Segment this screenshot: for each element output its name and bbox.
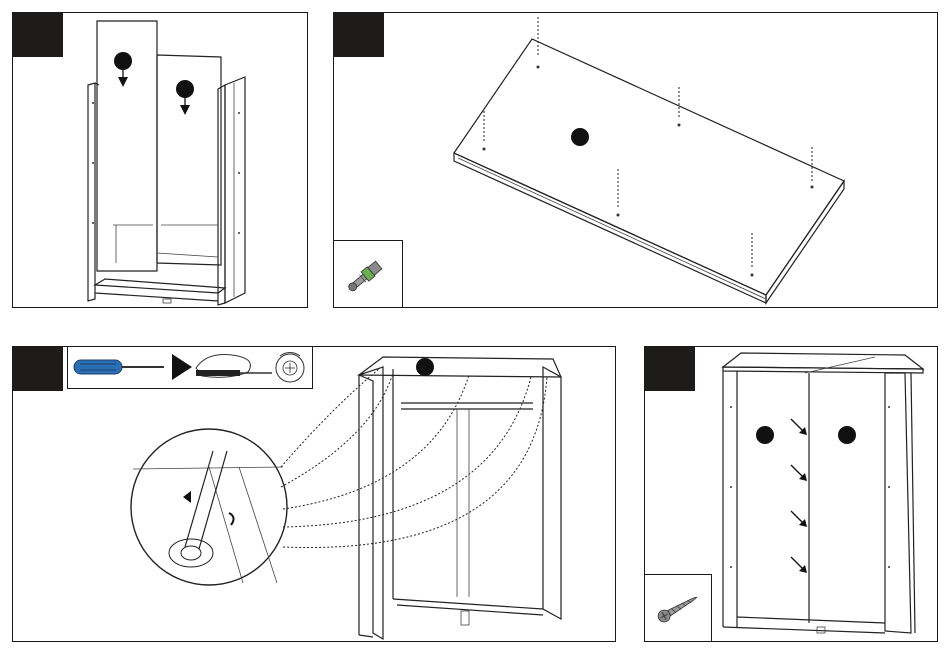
callout-arcs — [281, 369, 547, 548]
wardrobe-frame — [359, 357, 561, 639]
dowel-positions — [483, 17, 814, 277]
step-2-illustration — [334, 13, 938, 308]
step-1-panel — [12, 12, 308, 308]
screw-icon — [645, 575, 711, 641]
screw-arrows — [791, 419, 807, 573]
step-1-illustration — [13, 13, 308, 308]
top-panel-marker — [416, 358, 434, 376]
right-door-marker — [838, 426, 856, 444]
step-4-panel — [644, 346, 938, 642]
cam-dowel-part-box — [334, 240, 403, 307]
left-door-marker — [756, 426, 774, 444]
cam-dowel-icon — [334, 241, 402, 307]
cam-lock-detail — [131, 429, 287, 585]
step-3-panel — [12, 346, 616, 642]
board-marker — [571, 128, 589, 146]
step-3-illustration — [13, 347, 616, 642]
screw-part-box — [645, 574, 712, 641]
step-2-panel — [333, 12, 938, 308]
